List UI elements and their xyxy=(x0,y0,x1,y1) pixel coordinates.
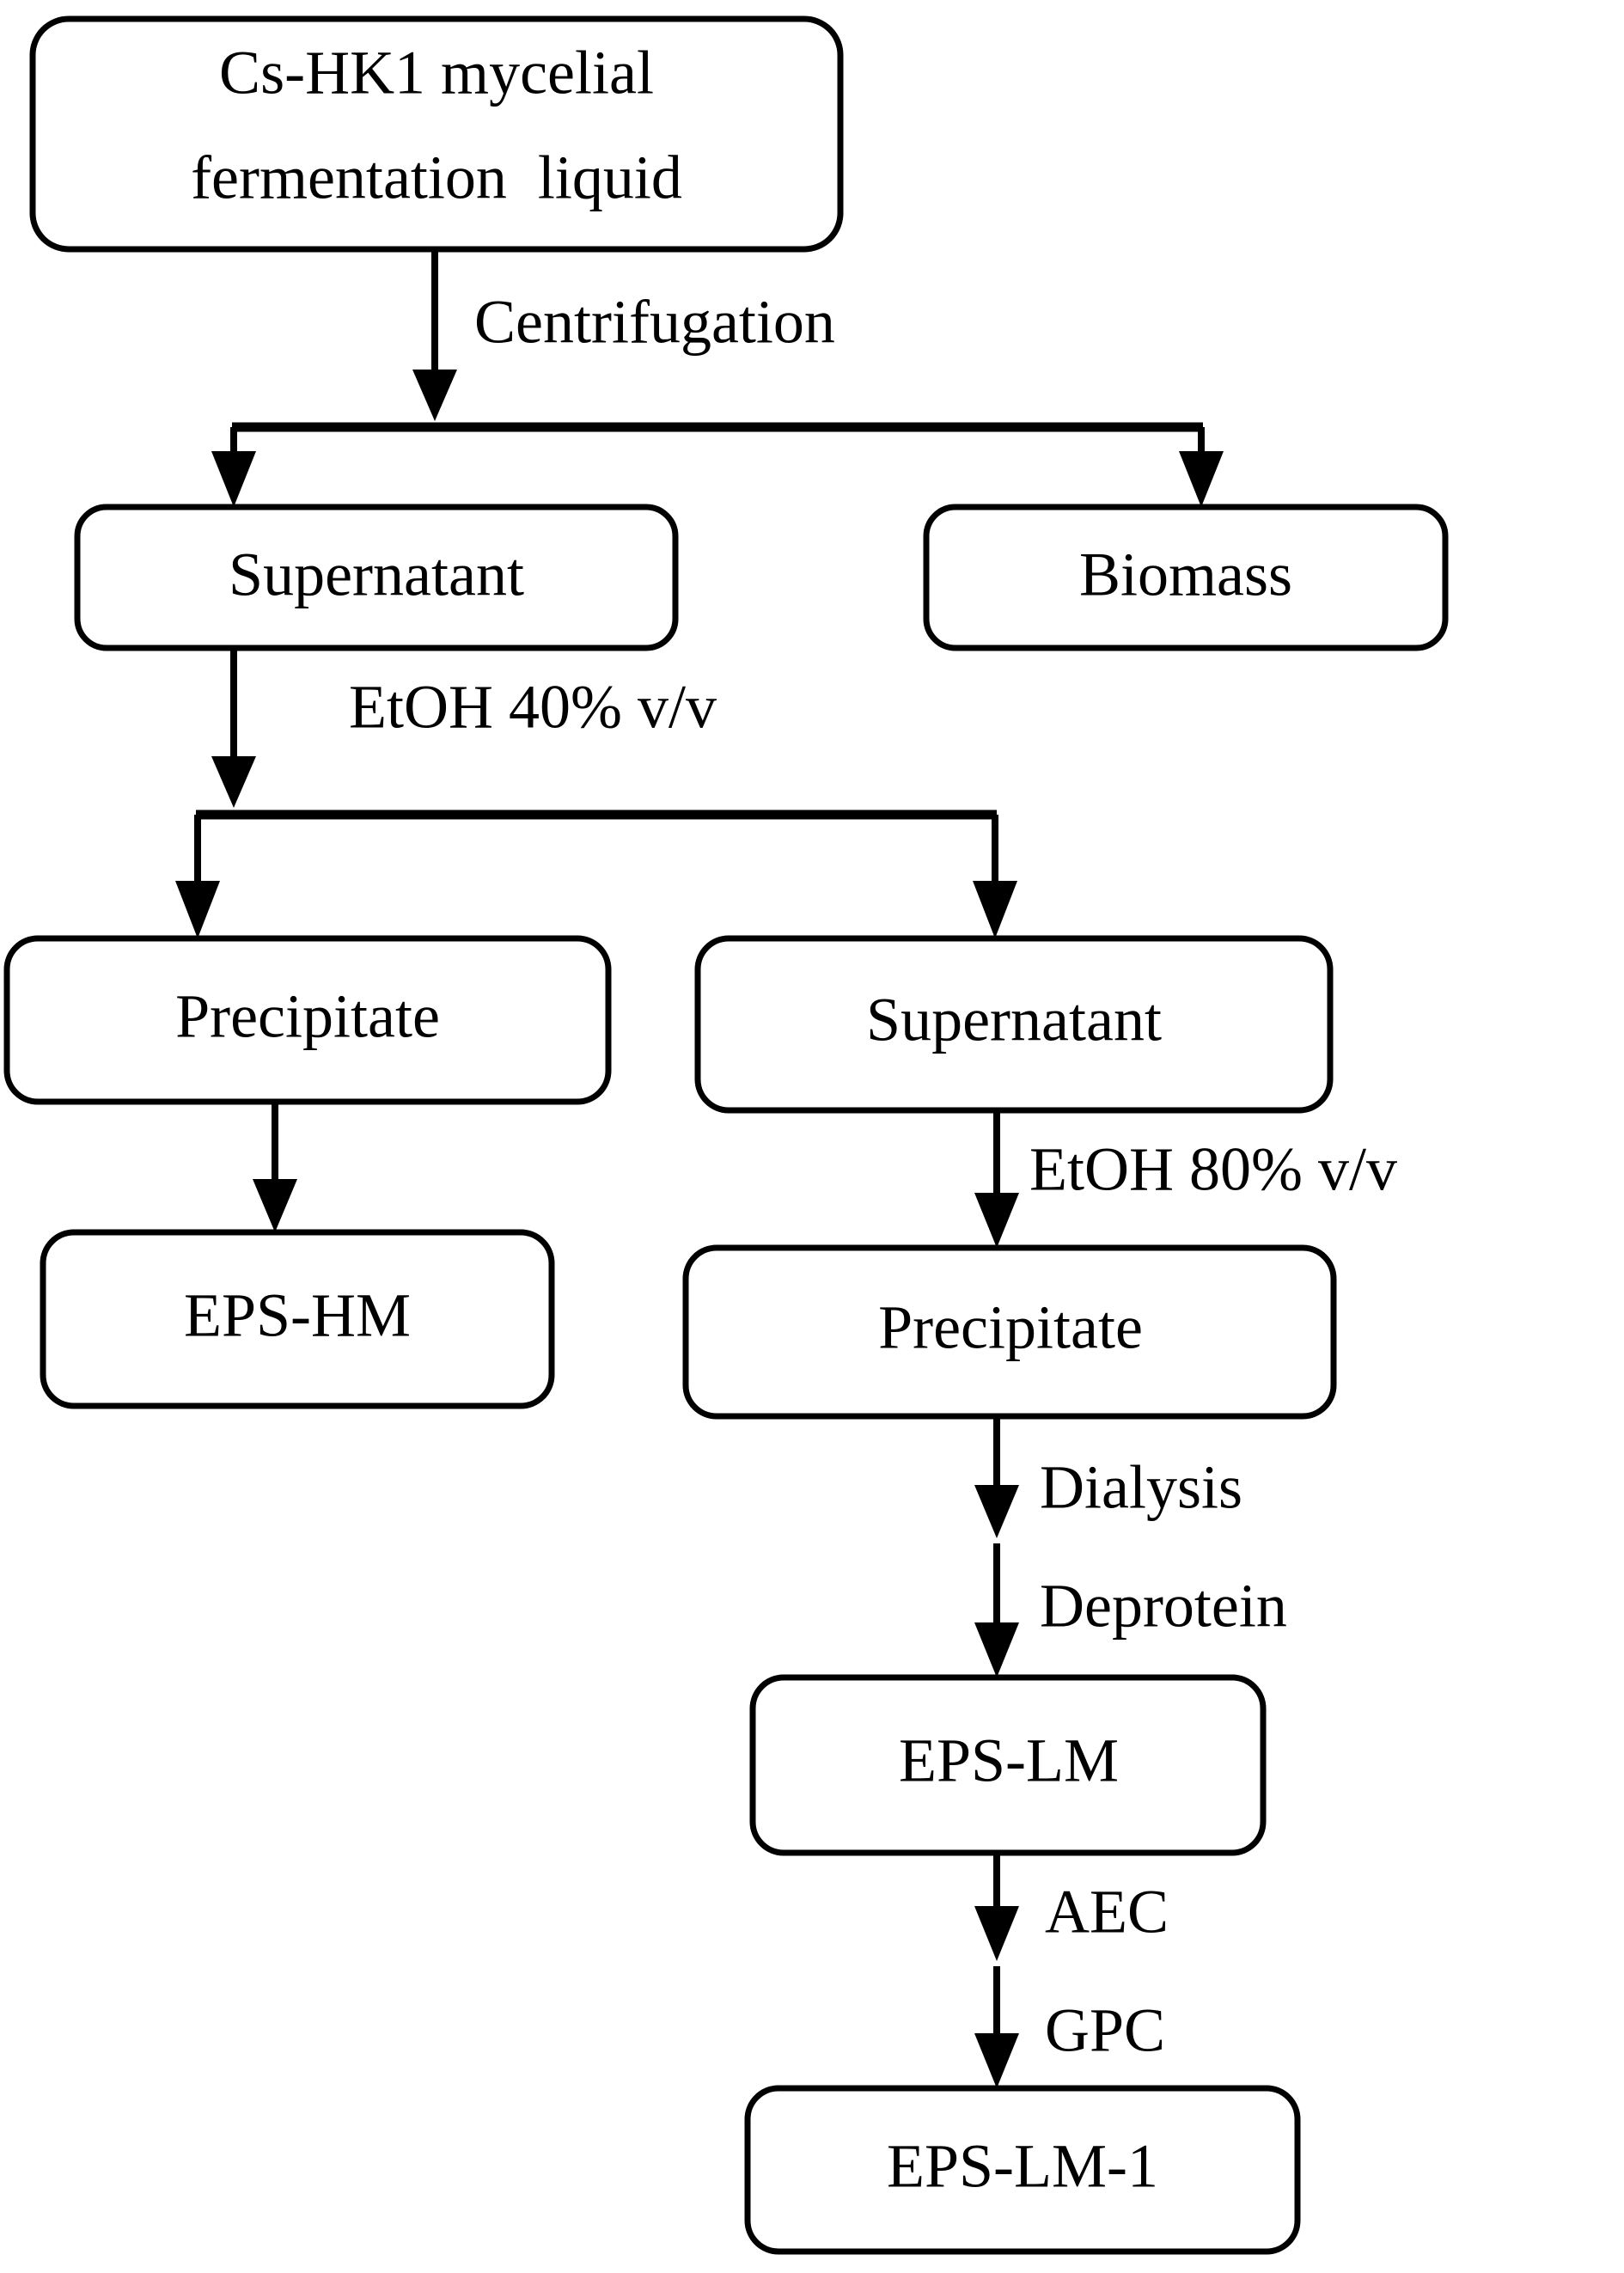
edge-label-dialysis: Dialysis xyxy=(1040,1453,1242,1522)
edge-label-aec: AEC xyxy=(1045,1878,1169,1946)
node-box-shape xyxy=(40,1229,555,1409)
edge-etoh80 xyxy=(974,1109,1019,1248)
node-supernatant-2[interactable]: Supernatant xyxy=(694,935,1334,1114)
edge-label-gpc: GPC xyxy=(1045,1996,1165,2065)
node-supernatant-1[interactable]: Supernatant xyxy=(74,504,679,651)
edge-label-centrifugation: Centrifugation xyxy=(474,288,835,357)
node-box-shape xyxy=(682,1244,1337,1420)
edge-precipitate-to-epshm xyxy=(253,1101,297,1232)
edge-deprotein xyxy=(974,1543,1019,1677)
arrowhead-icon xyxy=(974,1906,1019,1961)
node-biomass[interactable]: Biomass xyxy=(923,504,1449,651)
node-box-shape xyxy=(694,935,1334,1114)
node-eps-lm-1[interactable]: EPS-LM-1 xyxy=(744,2085,1301,2255)
node-eps-hm[interactable]: EPS-HM xyxy=(40,1229,555,1409)
node-box-shape xyxy=(923,504,1449,651)
node-label: Biomass xyxy=(1079,541,1292,609)
node-box-shape xyxy=(3,935,612,1105)
edge-etoh40 xyxy=(175,646,1017,938)
edge-label-etoh80: EtOH 80% v/v xyxy=(1029,1135,1397,1204)
node-label: Supernatant xyxy=(866,986,1162,1054)
arrowhead-icon xyxy=(175,881,220,938)
node-label-line1: Cs-HK1 mycelial xyxy=(219,39,654,107)
edge-label-etoh40: EtOH 40% v/v xyxy=(349,673,717,742)
arrowhead-icon xyxy=(974,1193,1019,1248)
edge-dialysis xyxy=(974,1415,1019,1538)
node-cs-hk1-fermentation-liquid[interactable]: Cs-HK1 mycelial fermentation liquid xyxy=(29,15,844,253)
arrowhead-icon xyxy=(253,1179,297,1232)
edge-centrifugation xyxy=(211,251,1224,507)
node-label: Precipitate xyxy=(175,982,440,1051)
node-box-shape xyxy=(29,15,844,253)
node-label-line2: fermentation liquid xyxy=(191,144,682,212)
arrowhead-icon xyxy=(412,370,457,421)
edge-gpc xyxy=(974,1966,1019,2088)
node-label: EPS-HM xyxy=(184,1281,411,1350)
arrowhead-icon xyxy=(211,756,256,808)
node-label: Supernatant xyxy=(229,541,524,609)
node-box-shape xyxy=(749,1674,1267,1856)
node-eps-lm[interactable]: EPS-LM xyxy=(749,1674,1267,1856)
arrowhead-icon xyxy=(974,1485,1019,1538)
edge-label-deprotein: Deprotein xyxy=(1040,1572,1287,1641)
arrowhead-icon xyxy=(211,451,256,507)
node-label: Precipitate xyxy=(878,1293,1143,1362)
node-label: EPS-LM xyxy=(899,1726,1119,1795)
arrowhead-icon xyxy=(974,2033,1019,2088)
node-label: EPS-LM-1 xyxy=(887,2132,1158,2201)
arrowhead-icon xyxy=(973,881,1017,938)
node-box-shape xyxy=(74,504,679,651)
arrowhead-icon xyxy=(974,1622,1019,1677)
edge-aec xyxy=(974,1853,1019,1961)
node-precipitate-2[interactable]: Precipitate xyxy=(682,1244,1337,1420)
node-box-shape xyxy=(744,2085,1301,2255)
arrowhead-icon xyxy=(1179,451,1224,507)
node-precipitate-1[interactable]: Precipitate xyxy=(3,935,612,1105)
